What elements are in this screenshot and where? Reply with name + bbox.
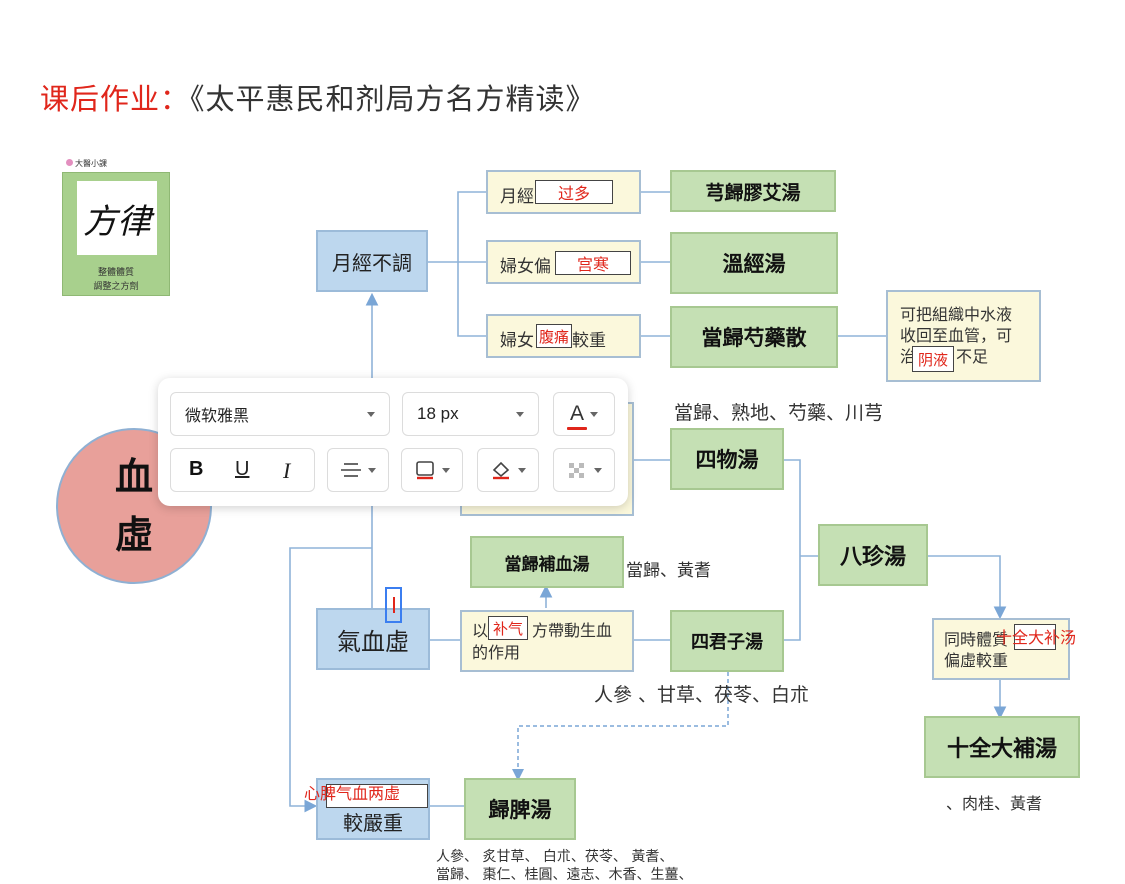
annotation-gonghan[interactable]: 宫寒 <box>555 251 631 275</box>
text-cursor-box[interactable] <box>385 587 402 623</box>
node-sijunzi: 四君子湯 <box>670 610 784 672</box>
font-family-select[interactable]: 微软雅黑 <box>170 392 390 436</box>
chevron-down-icon <box>518 467 526 473</box>
node-qixuexu: 氣血虛 <box>316 608 430 670</box>
node-danggui-buxue: 當歸補血湯 <box>470 536 624 588</box>
chevron-down-icon <box>516 411 524 417</box>
chevron-down-icon <box>594 467 602 473</box>
note-buxue-herbs: 當歸、黃耆 <box>626 561 711 581</box>
cream-box-futong: 婦女較重 <box>486 314 641 358</box>
pattern-button[interactable] <box>553 448 615 492</box>
title-main: 《太平惠民和剂局方名方精读》 <box>190 82 596 116</box>
node-guipi: 歸脾湯 <box>464 778 576 840</box>
note-shiquan-herbs: 、肉桂、黃耆 <box>946 794 1043 813</box>
node-xiongguijiaoai: 芎歸膠艾湯 <box>670 170 836 212</box>
font-color-button[interactable]: A <box>553 392 615 436</box>
fill-color-button[interactable] <box>477 448 539 492</box>
border-color-icon <box>416 461 434 480</box>
node-bazhen: 八珍湯 <box>818 524 928 586</box>
border-button[interactable] <box>401 448 463 492</box>
node-siwu: 四物湯 <box>670 428 784 490</box>
annotation-shiquan-text[interactable]: 十全大补汤 <box>996 628 1077 647</box>
note-sijunzi-herbs: 人參 、甘草、茯苓、白朮 <box>594 684 810 706</box>
annotation-xinpi-box[interactable] <box>326 784 428 808</box>
brand-dot-icon <box>66 159 73 166</box>
node-danggui-shaoyao: 當歸芍藥散 <box>670 306 838 368</box>
page-title: 课后作业：《太平惠民和剂局方名方精读》 <box>40 76 596 118</box>
annotation-shiquan-box[interactable] <box>1014 624 1056 650</box>
align-center-icon <box>341 463 361 477</box>
font-size-select[interactable]: 18 px <box>402 392 539 436</box>
cream-box-yinye: 可把組織中水液 收回至血管，可 治不足 <box>886 290 1041 382</box>
chevron-down-icon <box>367 411 375 417</box>
logo-calligraphy: 方律 <box>77 181 157 255</box>
bold-button[interactable]: B <box>189 458 204 480</box>
node-wenjing: 溫經湯 <box>670 232 838 294</box>
format-toolbar: 微软雅黑 18 px A B U I <box>158 378 628 506</box>
chevron-down-icon <box>442 467 450 473</box>
pattern-icon <box>569 463 584 478</box>
chevron-down-icon <box>368 467 376 473</box>
text-cursor-caret <box>393 597 395 613</box>
annotation-xinpi-text[interactable]: 心脾气血两虚 <box>304 784 401 803</box>
underline-button[interactable]: U <box>235 458 250 480</box>
annotation-guoduo[interactable]: 过多 <box>535 180 613 204</box>
note-guipi-herbs-1: 人參、 炙甘草、 白朮、茯苓、 黃耆、 <box>436 849 674 865</box>
note-guipi-herbs-2: 當歸、 棗仁、桂圓、遠志、木香、生薑、 <box>436 867 693 883</box>
logo-caption-2: 調整之方劑 <box>93 282 139 292</box>
logo-caption-1: 整體體質 <box>97 268 134 278</box>
cream-box-buqi: 以方帶動生血 的作用 <box>460 610 634 672</box>
italic-button[interactable]: I <box>283 458 291 483</box>
brand-label: 大醫小課 <box>66 158 107 169</box>
node-shiquan: 十全大補湯 <box>924 716 1080 778</box>
annotation-yinye[interactable]: 阴液 <box>912 346 954 372</box>
chevron-down-icon <box>590 411 598 417</box>
text-style-group: B U I <box>170 448 315 492</box>
logo-book: 方律 整體體質 調整之方劑 <box>62 172 170 296</box>
annotation-futong[interactable]: 腹痛 <box>536 324 572 348</box>
title-separator: ： <box>160 82 191 116</box>
note-siwu-herbs: 當歸、熟地、芍藥、川芎 <box>674 402 884 424</box>
title-prefix: 课后作业 <box>40 82 161 116</box>
font-color-icon: A <box>566 403 587 430</box>
node-yuejing-butiao: 月經不調 <box>316 230 428 292</box>
paint-bucket-icon <box>492 461 510 480</box>
annotation-buqi[interactable]: 补气 <box>488 616 528 640</box>
align-button[interactable] <box>327 448 389 492</box>
